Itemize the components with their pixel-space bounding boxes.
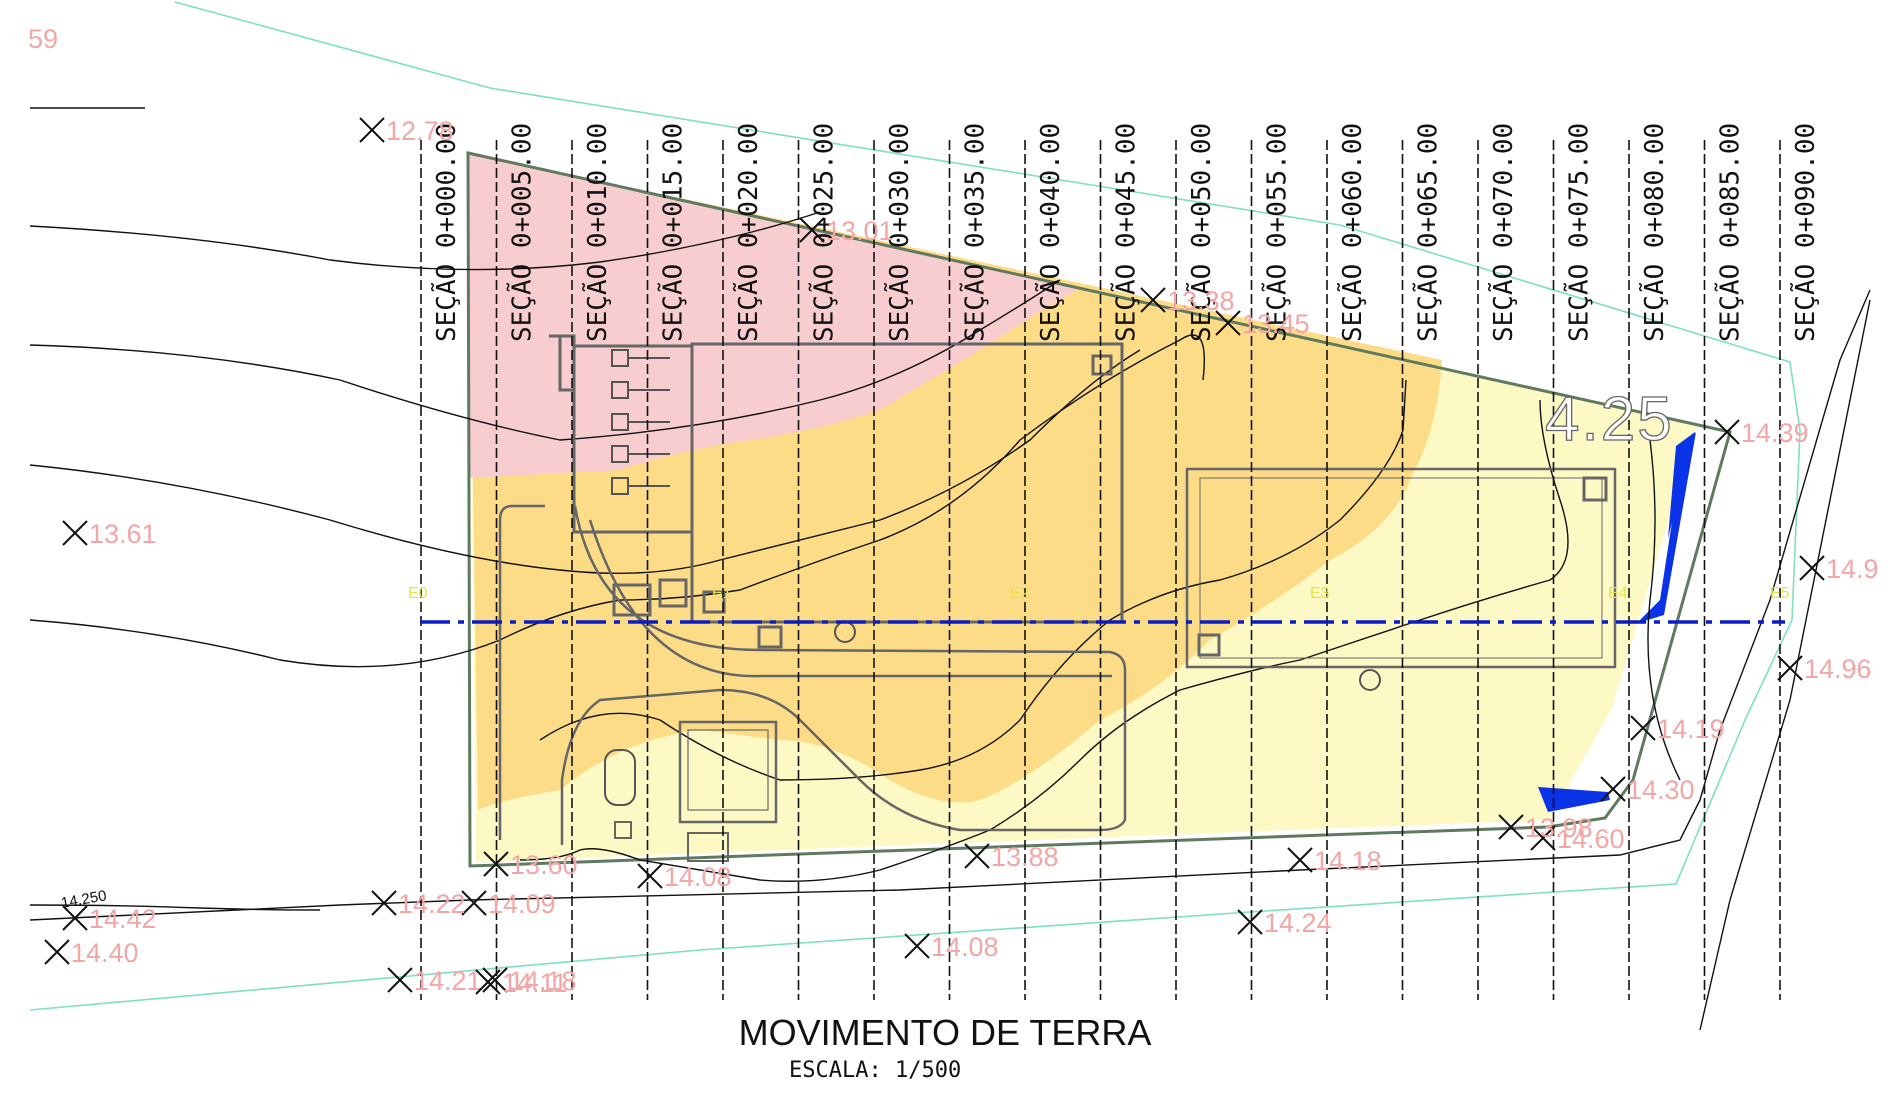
- section-label: SEÇÃO 0+030.00: [883, 123, 915, 342]
- spot-elevation-label: 14.09: [488, 889, 556, 919]
- spot-elevation-label: 13.88: [991, 842, 1059, 872]
- section-lines: SEÇÃO 0+000.00 SEÇÃO 0+005.00 SEÇÃO 0+010.…: [420, 123, 1821, 1000]
- section-label: SEÇÃO 0+055.00: [1261, 123, 1293, 342]
- building-east: [1185, 467, 1617, 669]
- spot-elevation-label: 14.18: [509, 966, 577, 996]
- spot-elevation-label: 14.96: [1804, 654, 1872, 684]
- section-label: SEÇÃO 0+040.00: [1034, 123, 1066, 342]
- spot-elevation-label: 14.40: [71, 938, 139, 968]
- axis-marker-label: E0: [408, 585, 428, 602]
- buildings: [549, 334, 1617, 862]
- corner-label: 59: [28, 24, 58, 54]
- spot-marker: [387, 967, 413, 993]
- spot-marker: [1600, 776, 1626, 802]
- spot-elevation-label: 12.78: [386, 116, 454, 146]
- section-label: SEÇÃO 0+080.00: [1638, 123, 1670, 342]
- section-label: SEÇÃO 0+025.00: [808, 123, 840, 342]
- spot-elevation-label: 13.45: [1242, 309, 1310, 339]
- spot-elevation-label: 14.11: [502, 968, 568, 998]
- section-label: SEÇÃO 0+015.00: [657, 123, 689, 342]
- spot-marker: [799, 217, 825, 243]
- section-label: SEÇÃO 0+010.00: [581, 123, 613, 342]
- spot-marker: [371, 890, 397, 916]
- equipment-detail: [604, 349, 1381, 806]
- spot-elevation-label: 14.30: [1627, 775, 1695, 805]
- spot-marker: [1287, 847, 1313, 873]
- spot-elevation-label: 13.01: [826, 216, 894, 246]
- equipment-room: [572, 344, 694, 534]
- section-label: SEÇÃO 0+075.00: [1563, 123, 1595, 342]
- spot-elevation-label: 13.60: [510, 850, 578, 880]
- axis-marker-label: E3: [1310, 585, 1330, 602]
- spot-marker: [1237, 909, 1263, 935]
- spot-elevation-label: 14.08: [931, 932, 999, 962]
- spot-marker: [461, 890, 487, 916]
- section-label: SEÇÃO 0+035.00: [959, 123, 991, 342]
- big-elevation-label: 4.25: [1545, 385, 1674, 454]
- axis-markers: E0 E1 E2 E3 E4 E5: [408, 585, 1790, 602]
- deep-fill-zone-2: [1538, 787, 1610, 812]
- section-label: SEÇÃO 0+060.00: [1336, 123, 1368, 342]
- spot-elevation-label: 14.21: [414, 966, 482, 996]
- section-label: SEÇÃO 0+005.00: [506, 123, 538, 342]
- spot-elevation-label: 14.18: [1314, 846, 1382, 876]
- cut-zone-high: [468, 153, 1080, 478]
- spot-elevation-label: 14.60: [1557, 824, 1625, 854]
- spot-elevation-label: 14.08: [664, 862, 732, 892]
- spot-marker: [1714, 419, 1740, 445]
- access-road: [498, 504, 1127, 845]
- spot-marker: [62, 520, 88, 546]
- axis-marker-label: E5: [1770, 585, 1790, 602]
- spot-marker: [1140, 287, 1166, 313]
- spot-marker: [483, 851, 509, 877]
- spot-marker: [1498, 814, 1524, 840]
- section-label: SEÇÃO 0+045.00: [1110, 123, 1142, 342]
- spot-marker: [1530, 825, 1556, 851]
- spot-marker: [637, 863, 663, 889]
- section-label: SEÇÃO 0+085.00: [1714, 123, 1746, 342]
- axis-marker-label: E1: [712, 585, 732, 602]
- spot-elevation-label: 13.61: [89, 519, 157, 549]
- section-label: SEÇÃO 0+000.00: [430, 123, 462, 342]
- section-label: SEÇÃO 0+065.00: [1412, 123, 1444, 342]
- spot-marker: [44, 939, 70, 965]
- spot-marker: [904, 933, 930, 959]
- spot-elevation-label: 14.39: [1741, 418, 1809, 448]
- spot-marker: [1799, 555, 1825, 581]
- spot-marker: [482, 967, 508, 993]
- spot-elevation-label: 14.42: [89, 904, 157, 934]
- platform-boundary: [466, 151, 1732, 868]
- spot-marker: [964, 843, 990, 869]
- spot-marker: [1215, 310, 1241, 336]
- drawing-title: MOVIMENTO DE TERRA: [738, 1012, 1152, 1053]
- spot-marker: [359, 117, 385, 143]
- substation: [678, 720, 778, 824]
- spot-elevation-label: 14.19: [1657, 714, 1725, 744]
- spot-marker: [62, 905, 88, 931]
- axis-marker-label: E2: [1010, 585, 1030, 602]
- spot-marker: [1777, 655, 1803, 681]
- spot-elevation-label: 14.9: [1826, 554, 1879, 584]
- section-label: SEÇÃO 0+020.00: [732, 123, 764, 342]
- spot-elevation-label: 13.38: [1167, 286, 1235, 316]
- axis-marker-label: E4: [1608, 585, 1628, 602]
- spot-marker: [475, 969, 501, 995]
- spot-elevation-label: 13.98: [1525, 813, 1593, 843]
- spot-elevation-label: 14.22: [398, 889, 466, 919]
- section-label: SEÇÃO 0+090.00: [1789, 123, 1821, 342]
- spot-marker: [1630, 715, 1656, 741]
- section-label: SEÇÃO 0+070.00: [1487, 123, 1519, 342]
- property-boundary: [29, 1, 1801, 1011]
- section-label: SEÇÃO 0+050.00: [1185, 123, 1217, 342]
- drawing-scale: ESCALA: 1/500: [789, 1058, 962, 1083]
- spot-elevation-label: 14.24: [1264, 908, 1332, 938]
